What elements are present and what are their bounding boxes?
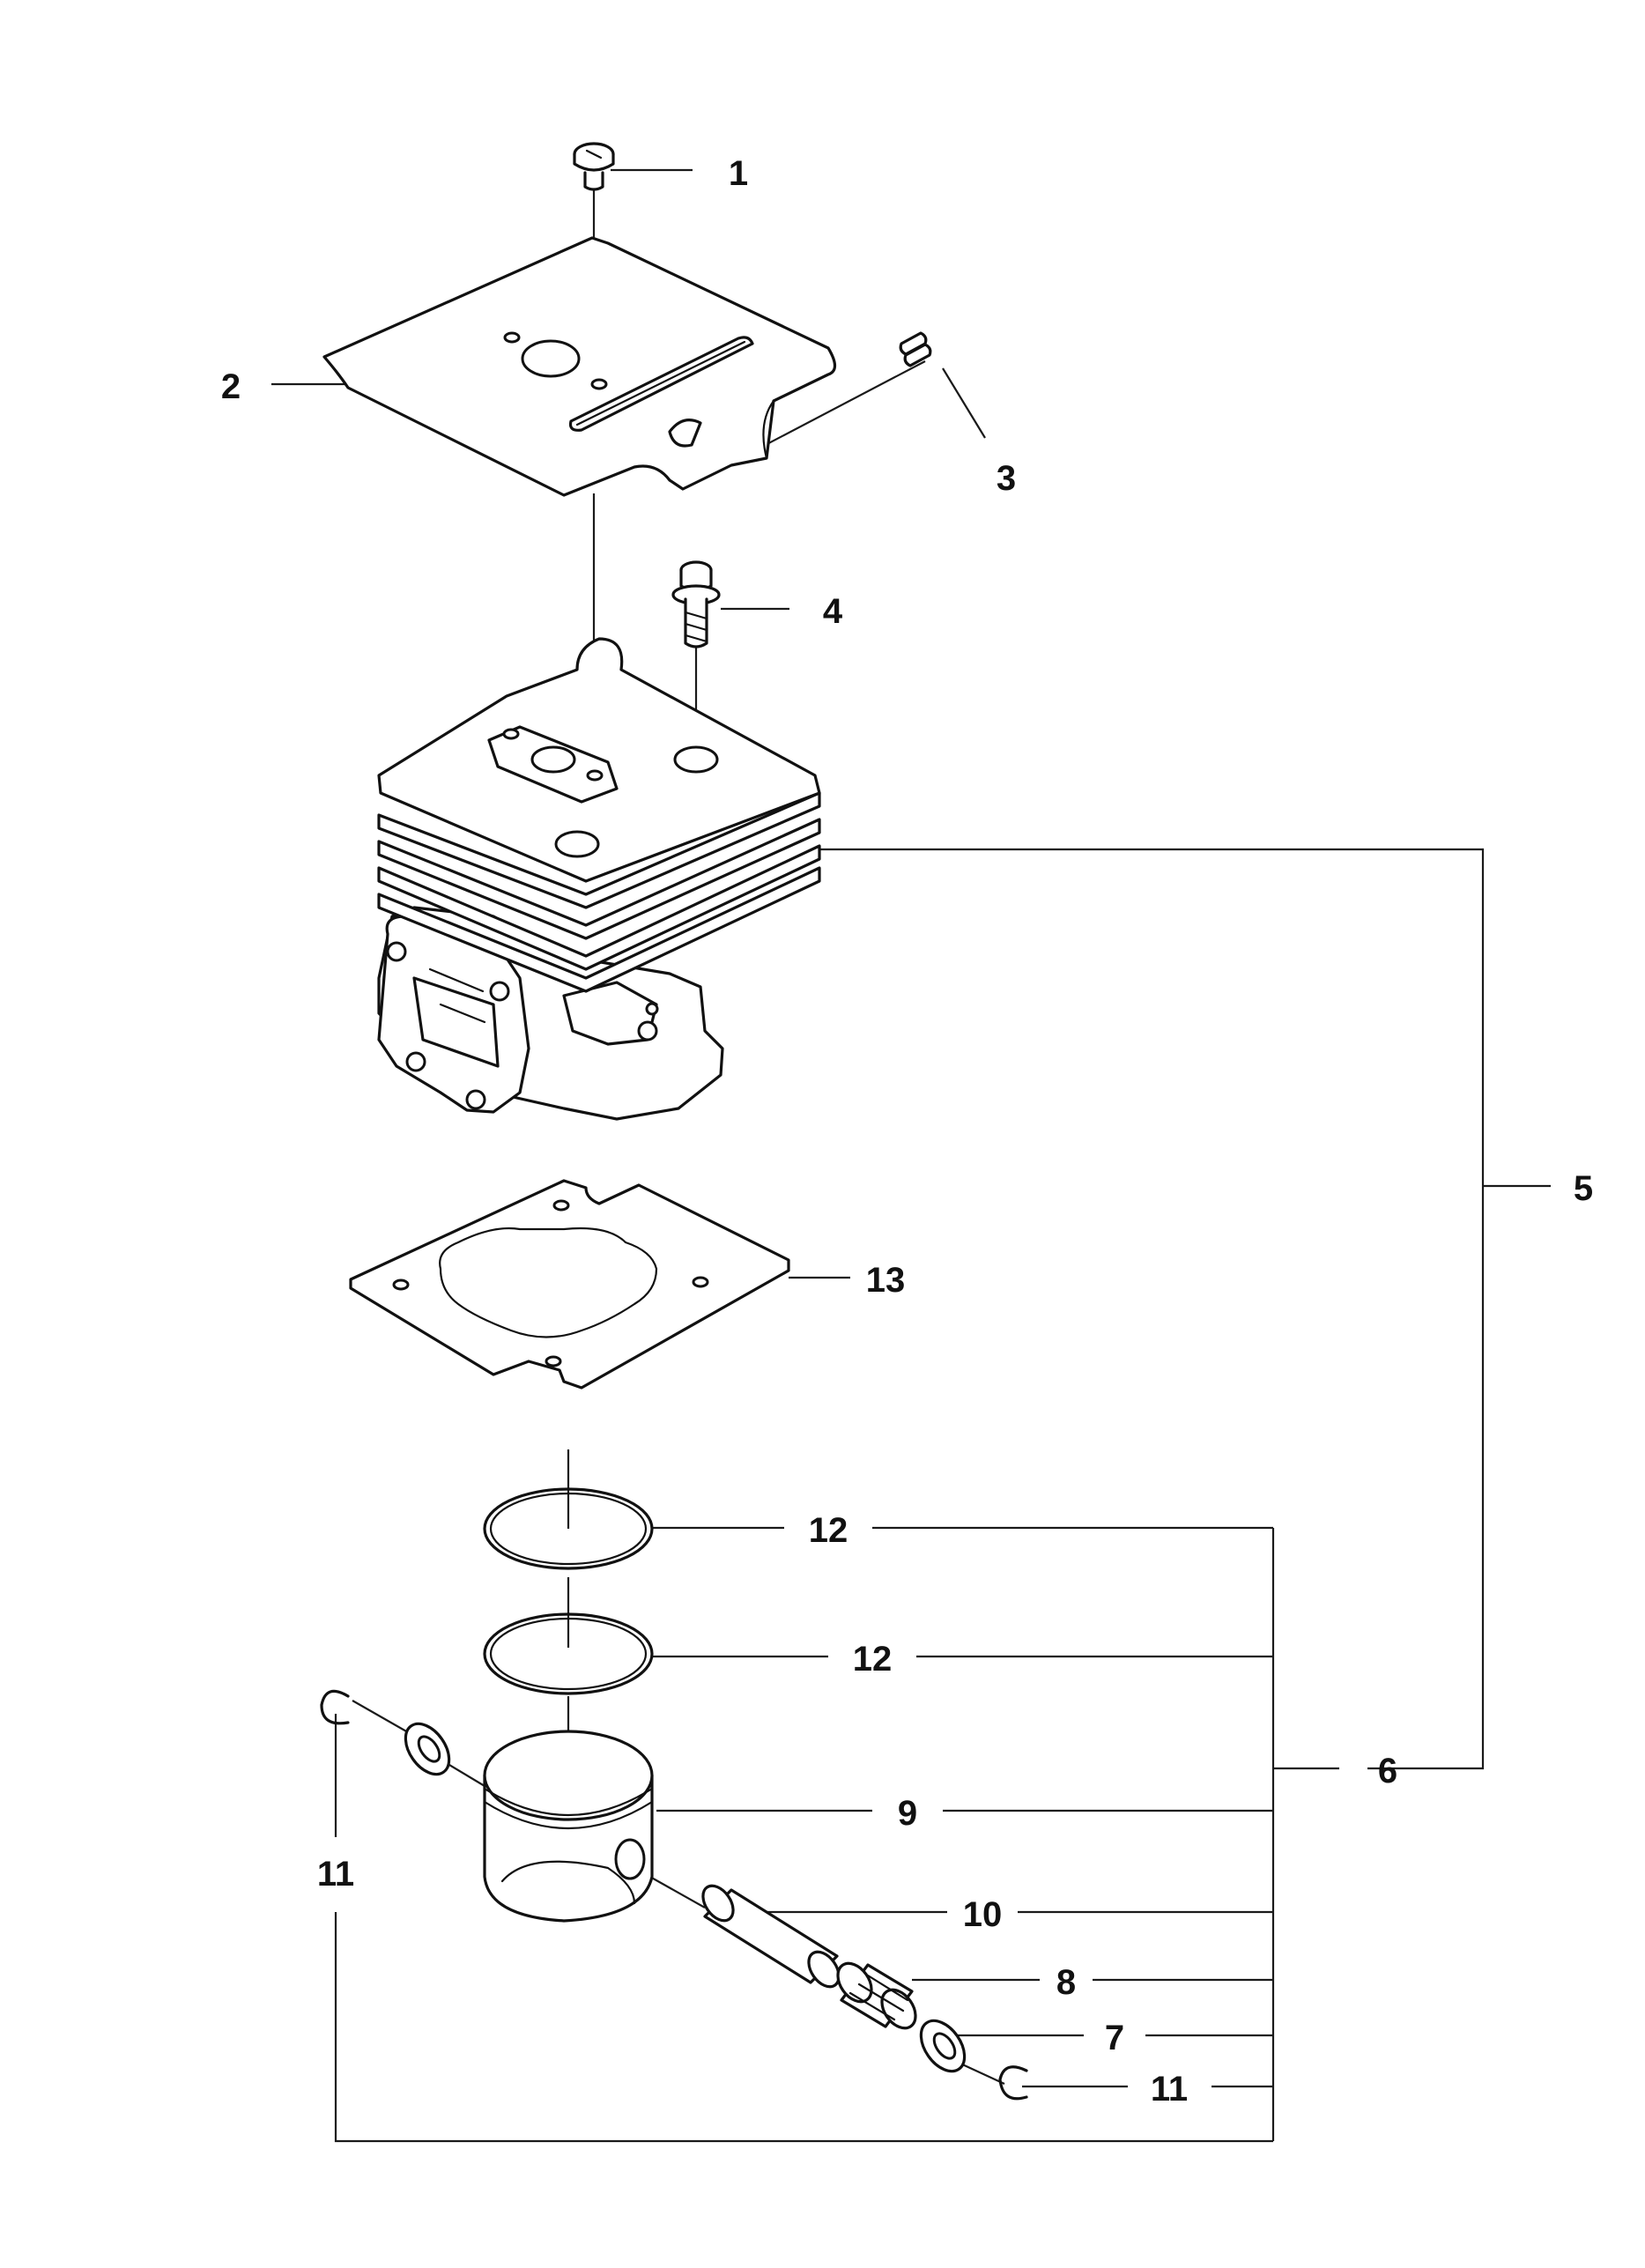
part-1-screw xyxy=(573,142,615,191)
callout-6: 6 xyxy=(1378,1752,1397,1790)
callout-13: 13 xyxy=(866,1261,906,1300)
callout-11-right: 11 xyxy=(1151,2070,1188,2109)
callout-10: 10 xyxy=(963,1895,1003,1934)
part-13-gasket xyxy=(349,1179,790,1390)
callout-12-lower: 12 xyxy=(853,1640,893,1679)
part-3-pins xyxy=(899,331,932,367)
callout-2: 2 xyxy=(221,367,241,406)
callout-4: 4 xyxy=(823,592,843,631)
left-washer xyxy=(404,1722,451,1776)
callout-11-left: 11 xyxy=(317,1855,354,1894)
callout-8: 8 xyxy=(1056,1963,1076,2002)
part-7-washer xyxy=(919,2019,967,2073)
callout-7: 7 xyxy=(1105,2019,1124,2057)
part-11-circlips xyxy=(320,1689,1028,2101)
callout-12-upper: 12 xyxy=(809,1511,848,1550)
part-9-piston xyxy=(483,1730,654,1923)
callout-1: 1 xyxy=(729,154,748,193)
leader-lines xyxy=(271,168,1551,2143)
callout-3: 3 xyxy=(997,459,1016,498)
part-4-bolt xyxy=(671,560,721,649)
part-10-piston-pin xyxy=(701,1884,841,1989)
callout-9: 9 xyxy=(898,1794,917,1833)
callout-labels: 1 2 3 4 5 6 7 8 9 10 11 11 12 12 13 xyxy=(221,154,1593,2109)
part-12-piston-rings xyxy=(483,1487,654,1695)
part-2-heat-shield-plate xyxy=(322,236,837,497)
callout-5: 5 xyxy=(1574,1169,1593,1208)
part-8-needle-bearing xyxy=(836,1961,917,2030)
cylinder-assembly xyxy=(377,637,821,1121)
